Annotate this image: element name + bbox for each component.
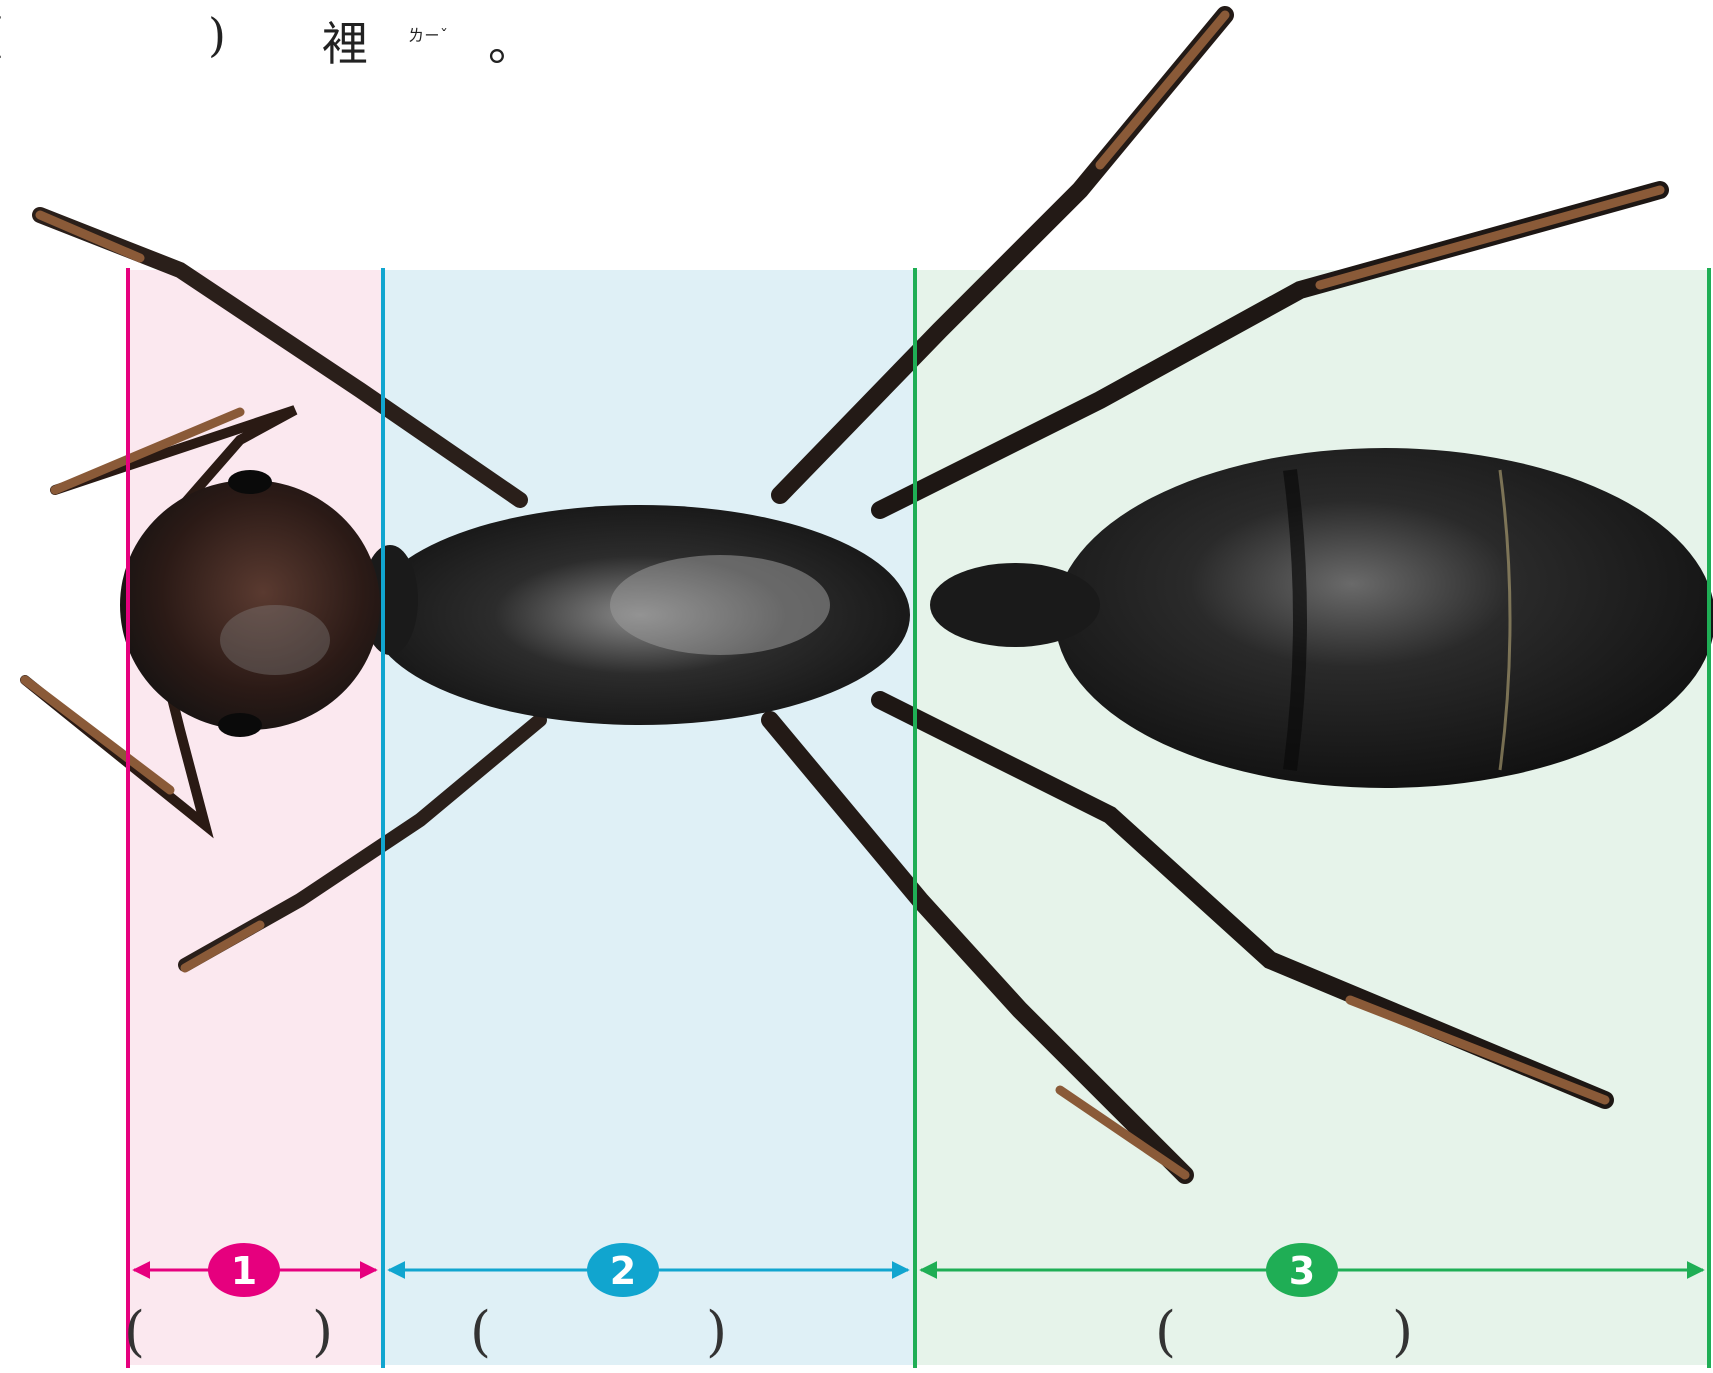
section-2-number: 2: [610, 1249, 636, 1293]
answer-2-open: (: [470, 1300, 491, 1363]
section-1-badge: 1: [208, 1243, 280, 1297]
section-1-number: 1: [231, 1249, 257, 1293]
answer-3-close: ): [1392, 1300, 1413, 1363]
answer-1-close: ): [312, 1300, 333, 1363]
ant-eye: [228, 470, 272, 494]
answer-1-open: (: [124, 1300, 145, 1363]
ant-gaster: [1055, 448, 1713, 788]
answer-2-close: ): [706, 1300, 727, 1363]
ant-petiole: [930, 563, 1100, 647]
section-3-number: 3: [1289, 1249, 1315, 1293]
section-2-badge: 2: [587, 1243, 659, 1297]
ant-head: [120, 480, 380, 730]
section-3-badge: 3: [1266, 1243, 1338, 1297]
answer-3-open: (: [1155, 1300, 1176, 1363]
